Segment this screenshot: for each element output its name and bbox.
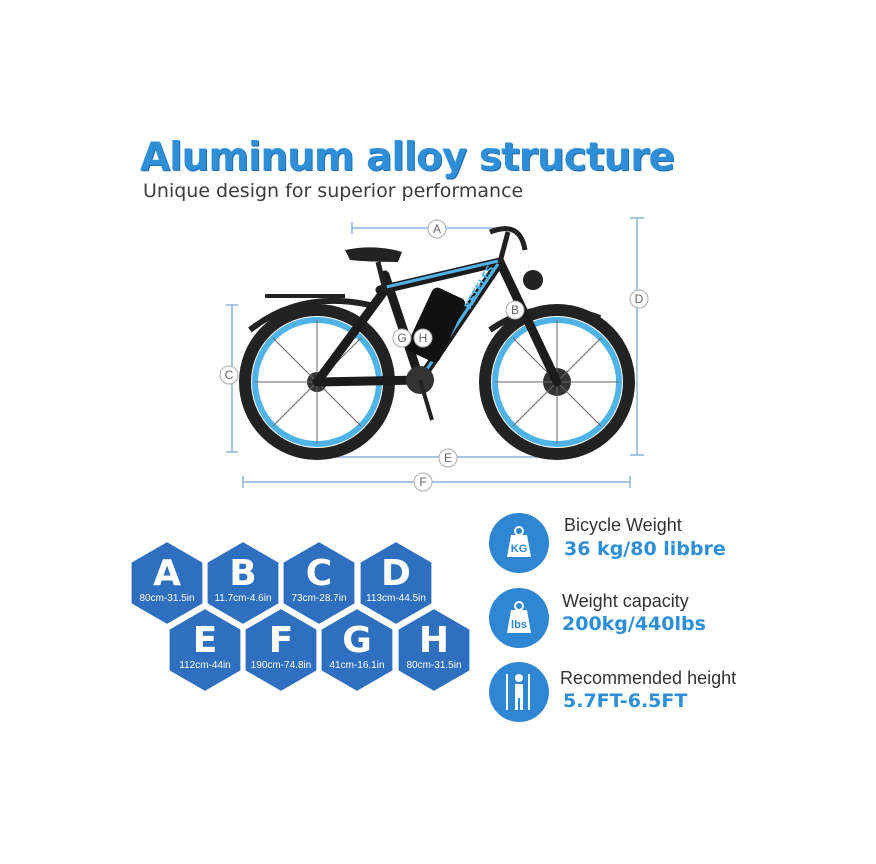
hex-shape [167,606,243,694]
marker-e: E [444,451,452,465]
hex-shape [281,539,357,627]
hex-shape [129,539,205,627]
page-subtitle: Unique design for superior performance [143,180,524,202]
spec-label: Recommended height [560,668,737,688]
marker-d: D [635,292,644,306]
marker-g: G [397,331,406,345]
hex-letter: A [153,553,181,594]
hex-value: 80cm-31.5in [406,660,461,671]
hex-shape [205,539,281,627]
hex-value: 113cm-44.5in [366,593,426,604]
hex-value: 112cm-44in [179,660,231,671]
spec-value: 200kg/440lbs [562,613,706,635]
height-person-icon [489,662,549,722]
marker-h: H [419,331,428,345]
svg-text:lbs: lbs [511,619,527,631]
hex-letter: G [342,620,372,661]
hex-shape [243,606,319,694]
dimension-hexagons: A80cm-31.5inB11.7cm-4.6inC73cm-28.7inD11… [129,539,472,694]
dimension-hex-b: B11.7cm-4.6in [205,539,281,627]
spec-value: 5.7FT-6.5FT [563,690,688,712]
hex-shape [396,606,472,694]
hex-letter: D [381,553,411,594]
spec-value: 36 kg/80 libbre [564,538,726,560]
page-title: Aluminum alloy structure [140,135,675,180]
hex-value: 190cm-74.8in [251,660,312,671]
hex-value: 80cm-31.5in [139,593,194,604]
hex-letter: C [306,553,332,594]
dimension-markers: A B C D E F G H [219,219,649,492]
svg-text:KG: KG [511,543,528,555]
marker-a: A [433,222,441,236]
marker-c: C [225,368,234,382]
hex-value: 11.7cm-4.6in [214,593,271,604]
front-wheel [479,304,635,460]
lbs-weight-icon: lbs [489,588,549,648]
hex-shape [319,606,395,694]
hex-letter: F [269,620,294,661]
kg-weight-icon: KG [489,513,549,573]
hex-value: 41cm-16.1in [329,660,384,671]
hex-shape [358,539,434,627]
hex-value: 73cm-28.7in [291,593,346,604]
spec-label: Weight capacity [562,591,689,611]
hex-letter: B [229,553,256,594]
hex-letter: H [419,620,449,661]
hex-letter: E [193,620,218,661]
marker-b: B [511,303,519,317]
marker-f: F [419,475,426,489]
spec-label: Bicycle Weight [564,515,682,535]
